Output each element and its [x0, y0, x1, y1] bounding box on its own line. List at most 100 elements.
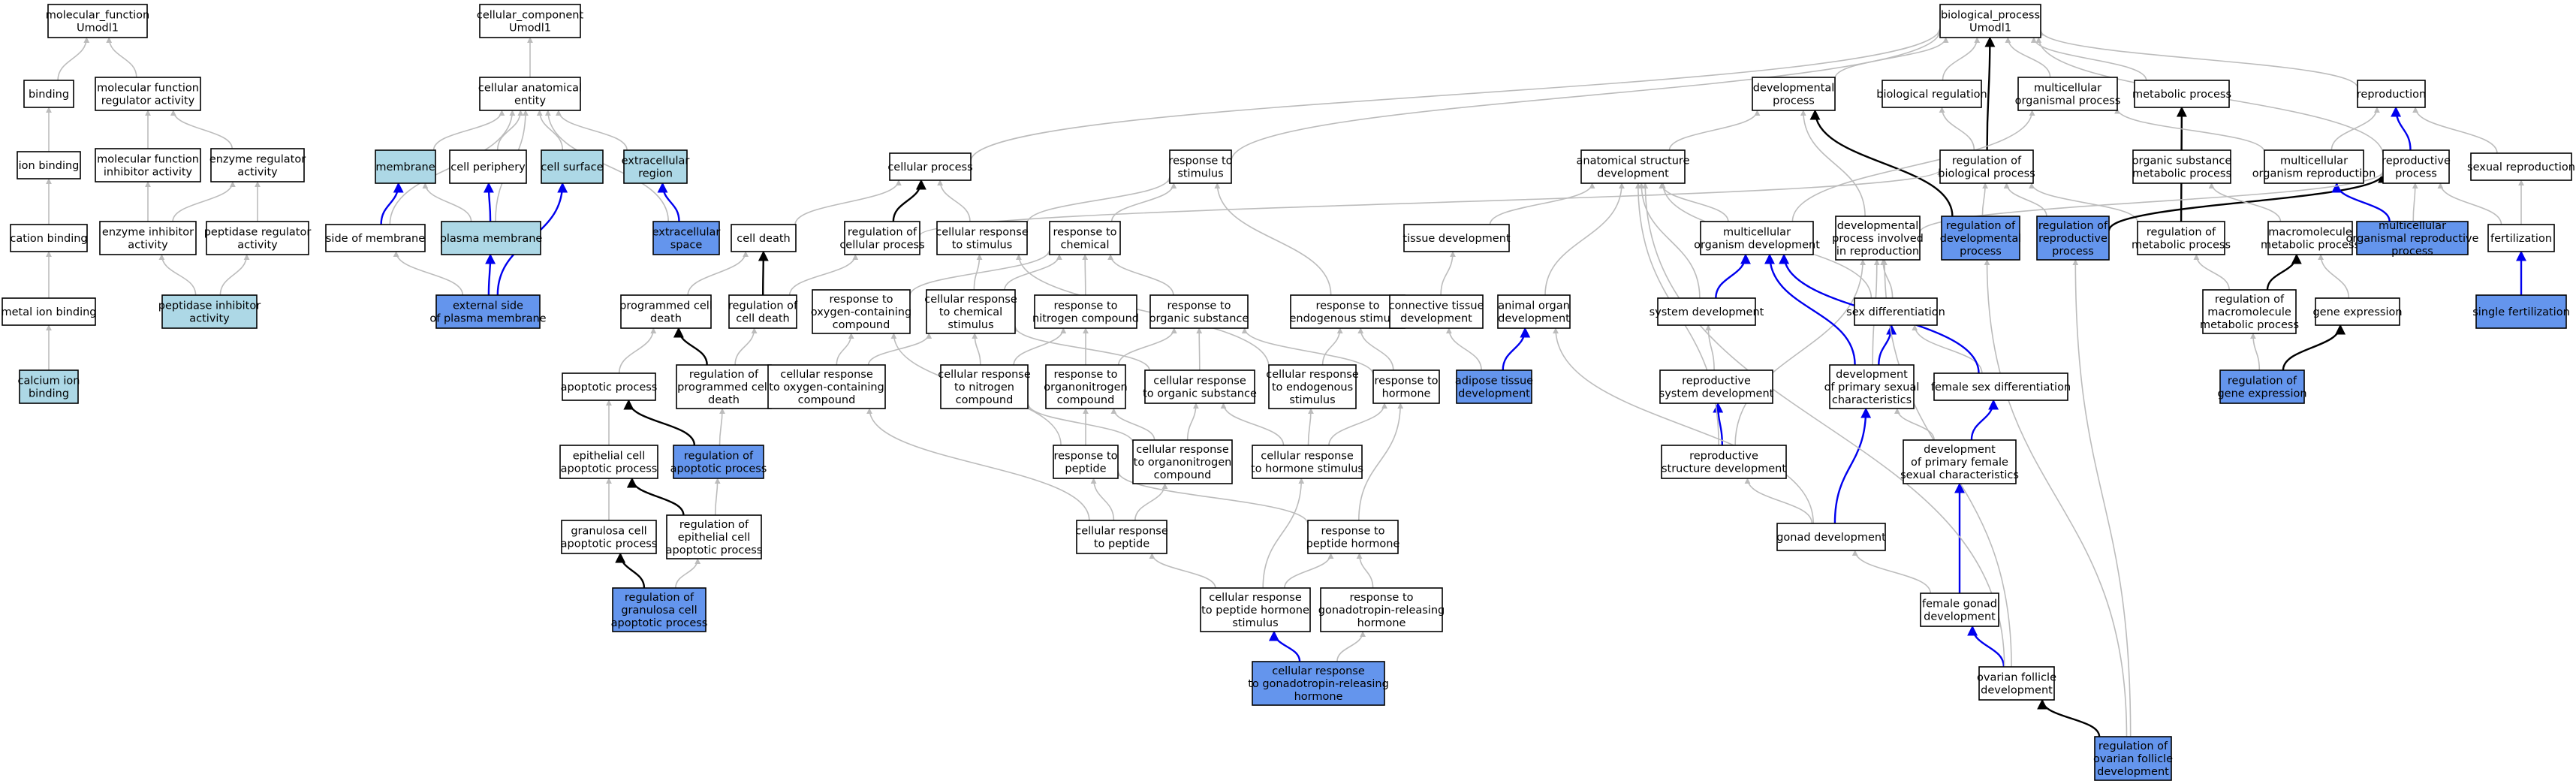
go-term-node-plasma[interactable]: plasma membrane: [440, 221, 543, 255]
go-term-node-cation-binding[interactable]: cation binding: [10, 224, 88, 252]
node-box: [206, 221, 309, 255]
go-term-node-cell-death[interactable]: cell death: [731, 224, 797, 252]
go-term-node-bio-reg[interactable]: biological regulation: [1876, 80, 1987, 108]
edge-dev_primary_female-to-female_sex_diff: [1970, 399, 1999, 441]
go-term-node-sex-diff[interactable]: sex differentiation: [1846, 297, 1945, 326]
go-term-node-tissue-dev[interactable]: tissue development: [1402, 224, 1511, 252]
go-term-node-sys-dev[interactable]: system development: [1650, 297, 1764, 326]
go-term-node-single-fert[interactable]: single fertilization: [2472, 294, 2570, 329]
go-term-node-gonad-dev[interactable]: gonad development: [1776, 523, 1886, 551]
go-term-node-female-sex-diff[interactable]: female sex differentiation: [1931, 372, 2071, 401]
go-term-node-ion-binding[interactable]: ion binding: [17, 151, 81, 179]
go-term-node-repro[interactable]: reproduction: [2357, 80, 2426, 108]
go-term-node-metab[interactable]: metabolic process: [2132, 80, 2231, 108]
go-term-node-membrane[interactable]: membrane: [375, 149, 436, 184]
edge-cell_resp_hormone-to-cell_resp_org: [1220, 403, 1285, 446]
edge-metab-to-bp_root: [2030, 37, 2147, 81]
go-term-node-gene-expr[interactable]: gene expression: [2312, 297, 2403, 326]
go-term-node-cell-proc[interactable]: cellular process: [887, 152, 973, 181]
node-label-line: regulation of: [848, 227, 917, 239]
go-term-node-side-mem[interactable]: side of membrane: [325, 224, 426, 252]
go-term-node-apoptotic[interactable]: apoptotic process: [561, 372, 658, 401]
go-term-node-binding[interactable]: binding: [23, 80, 74, 108]
go-term-node-sex-repro[interactable]: sexual reproduction: [2467, 152, 2575, 181]
go-term-node-periphery[interactable]: cell periphery: [449, 149, 527, 184]
go-term-node-surface[interactable]: cell surface: [541, 149, 604, 184]
go-term-node-metal-ion[interactable]: metal ion binding: [1, 297, 97, 326]
go-term-node-fert[interactable]: fertilization: [2487, 224, 2555, 252]
